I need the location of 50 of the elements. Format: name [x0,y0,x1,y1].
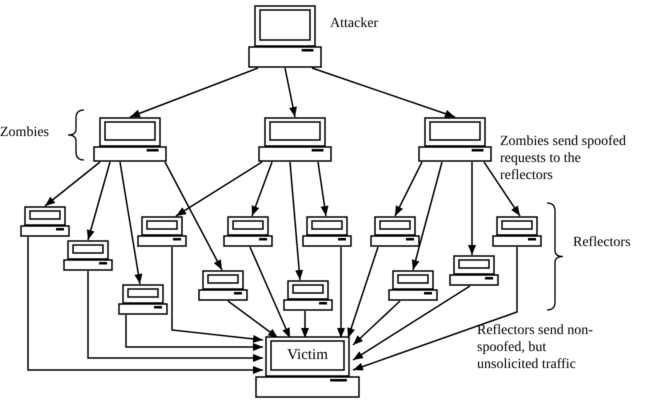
computer-icon [137,216,187,247]
arrow [251,162,273,216]
arrow [125,315,263,351]
arrow [87,271,263,362]
arrow [468,162,476,255]
arrow [44,161,100,207]
arrow [164,162,223,270]
computer-icon [258,117,332,162]
arrow [27,237,263,374]
arrow [352,300,401,346]
computer-icon [20,206,70,237]
arrow [337,247,345,338]
arrow [86,162,111,240]
computer-icon [118,284,168,315]
arrow [347,246,379,338]
computer-icon [93,117,167,162]
computer-icon [223,216,273,247]
computer-icon [388,270,438,301]
computer-icon [418,117,492,162]
arrow [130,67,258,118]
arrow [412,162,443,270]
computer-icon [302,216,352,247]
computer-icon [370,216,420,247]
computer-icon [198,270,248,301]
arrow [284,68,297,118]
annotation-text: Reflectors [573,234,632,251]
computer-icon [63,240,113,271]
arrow [394,162,423,216]
annotation-text: Zombies [0,124,50,141]
arrow [176,161,262,217]
computer-icon [492,216,542,247]
arrow [228,300,278,339]
node-caption: Attacker [330,15,378,32]
computer-icon [449,255,499,286]
arrow [312,67,456,118]
annotation-text: Reflectors send non-spoofed, but unsolicited traffic [477,322,594,373]
arrow [249,246,291,338]
node-label: Victim [286,347,329,364]
arrow [289,162,304,280]
computer-drawing [255,336,360,398]
arrow [483,162,521,216]
computer-icon [248,5,322,68]
arrow [119,162,142,284]
annotation-text: Zombies send spoofed requests to the reflectors [500,133,627,184]
computer-icon [283,280,333,311]
arrow [171,247,264,343]
arrow [301,311,309,338]
arrow [352,247,518,371]
arrow [317,162,328,216]
arrow [352,285,470,361]
